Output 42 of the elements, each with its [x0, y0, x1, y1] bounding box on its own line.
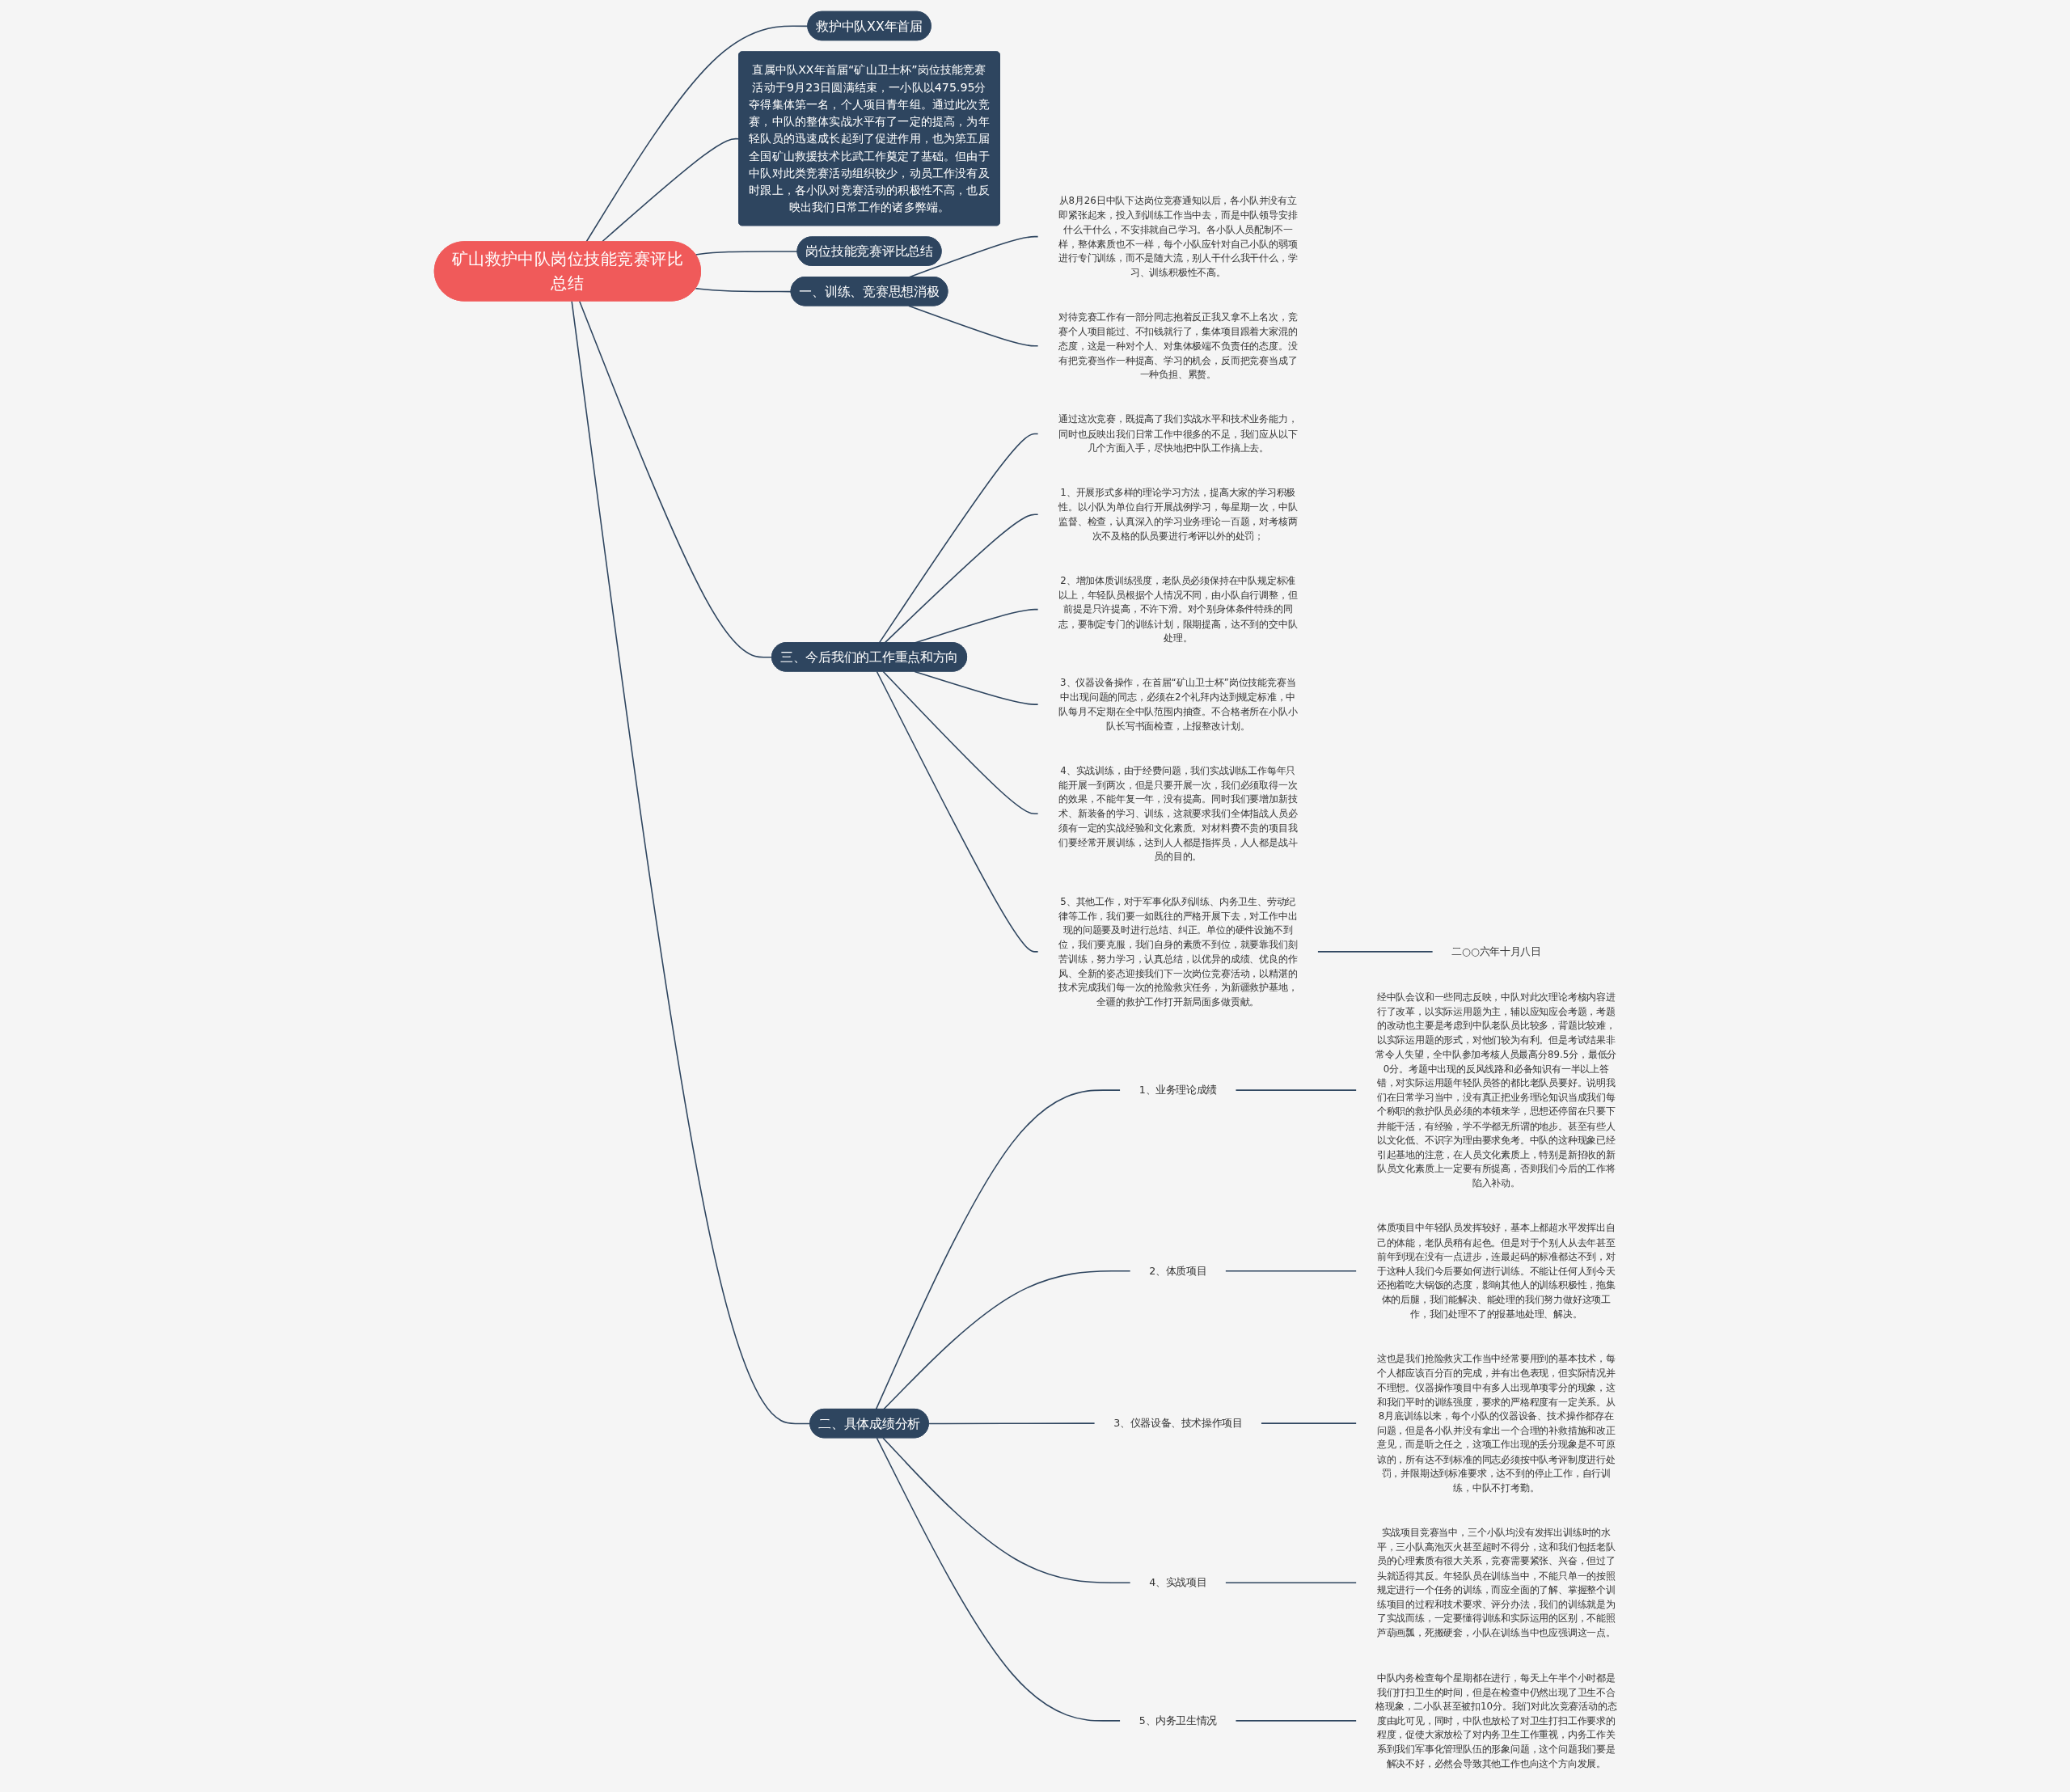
connector	[878, 433, 1038, 644]
connector	[876, 1437, 1121, 1722]
node-text: 2、体质项目	[1148, 1264, 1206, 1277]
node-text: 1、业务理论成绩	[1138, 1084, 1217, 1097]
node-text: 5、内务卫生情况	[1138, 1714, 1217, 1726]
node-text: 经中队会议和一些同志反映，中队对此次理论考核内容进行了改革，以实际运用题为主，辅以应知应会考题，考题的改动也主要是考虑到中队老队员比较多，背题比较难，以实际运用题的形式，对他们较为有利。但是考试结果非常令人失望，全中队参加考核人员最高分89.5分，最低分0分。考题中出现的反风线路和必备知识有一半以上答错，对实际运用题年轻队员答的都比老队员要好。说明我们在日常学习当中，没有真正把业务理论知识当成我们每个称职的救护队员必须的本领来学，思想还停留在只要下井能干活，有经验，学不学都无所谓的地步。甚至有些人以文化低、不识字为理由要求免考。中队的这种现象已经引起基地的注意，在人员文化素质上，特别是新招收的新队员文化素质上一定要有所提高，否则我们今后的工作将陷入补动。	[1375, 991, 1616, 1190]
connector	[882, 1270, 1131, 1410]
connector	[570, 300, 811, 1425]
node-text: 实战项目竞赛当中，三个小队均没有发挥出训练时的水平，三小队高泡灭火甚至超时不得分，这和我们包括老队员的心理素质有很大关系，竞赛需要紧张、兴奋，但过了头就适得其反。年轻队员在训练当中，不能只单一的按照规定进行一个任务的训练，而应全面的了解、掌握整个训练项目的过程和技术要求、评分办法，我们的训练就是为了实战而练，一定要懂得训练和实际运用的区别，不能照芦葫画瓢，死搬硬套，小队在训练当中也应强调这一点。	[1376, 1527, 1616, 1639]
connector	[1224, 1582, 1357, 1584]
node-text: 4、实战项目	[1148, 1576, 1206, 1589]
connector	[1235, 1089, 1357, 1091]
connector	[1224, 1270, 1357, 1272]
connector	[875, 1089, 1121, 1410]
node-text: 这也是我们抢险救灾工作当中经常要用到的基本技术，每个人都应该百分百的完成，并有出色表现，但实际情况并不理想。仪器操作项目中有多人出现单项零分的现象，这和我们平时的训练强度，要求的严格程度有一定关系。从8月底训练以来，每个小队的仪器设备、技术操作都存在问题，但是各小队并没有拿出一个合理的补救措施和改正意见，而是听之任之，这项工作出现的丢分现象是不可原谅的，所有达不到标准的同志必须按中队考评制度进行处罚，并限期达到标准要求，达不到的停止工作，自行训练，中队不打考勤。	[1376, 1353, 1616, 1494]
connector	[695, 287, 792, 293]
connector	[914, 670, 1038, 705]
connector	[883, 514, 1038, 644]
connector	[1316, 951, 1434, 953]
node-text: 体质项目中年轻队员发挥较好，基本上都超水平发挥出自己的体能，老队员稍有起色。但是对于个别人从去年甚至前年到现在没有一点进步，连最起码的标准都达不到，对于这种人我们今后要如何进行训练。不能让任何人到今天还抱着吃大锅饭的态度，影响其他人的训练积极性，拖集体的后腿，我们能解决、能处理的我们努力做好这项工作，我们处理不了的报基地处理、解决。	[1376, 1222, 1616, 1320]
connector	[695, 251, 798, 256]
node-text: 对待竞赛工作有一部分同志抱着反正我又拿不上名次，竞赛个人项目能过、不扣钱就行了，集体项目跟着大家混的态度，这是一种对个人、对集体极端不负责任的态度。没有把竞赛当作一种提高、学习的机会，反而把竞赛当成了一种负担、累赘。	[1058, 311, 1297, 381]
node-text: 中队内务检查每个星期都在进行，每天上午半个小时都是我们打扫卫生的时间，但是在检查中仍然出现了卫生不合格现象，二小队甚至被扣10分。我们对此次竞赛活动的态度由此可见，同时，中队也放松了对卫生打扫工作要求的程度，促使大家放松了对内务卫生工作重视，内务工作关系到我们军事化管理队伍的形象问题，这个问题我们要是解决不好，必然会导致其他工作也向这个方向发展。	[1375, 1672, 1617, 1769]
connector	[907, 305, 1038, 347]
node-text: 4、实战训练，由于经费问题，我们实战训练工作每年只能开展一到两次，但是只要开展一次，我们必须取得一次的效果，不能年复一年，没有提高。同时我们要增加新技术、新装备的学习、训练，这就要求我们全体指战人员必须有一定的实战经验和文化素质。对材料费不贵的项目我们要经常开展训练，达到人人都是指挥员，人人都是战斗员的目的。	[1058, 764, 1297, 863]
connector	[1235, 1720, 1357, 1722]
connector	[585, 25, 809, 243]
connector	[927, 1422, 1095, 1425]
node-text: 二○○六年十月八日	[1451, 945, 1540, 957]
node-text: 2、增加体质训练强度，老队员必须保持在中队规定标准以上，年轻队员根据个人情况不同，由小队自行调整，但前提是只许提高，不许下滑。对个别身体条件特殊的同志，要制定专门的训练计划，限期提高，达不到的交中队处理。	[1058, 574, 1297, 644]
node-text: 从8月26日中队下达岗位竞赛通知以后，各小队并没有立即紧张起来，投入到训练工作当中去，而是中队领导安排什么干什么，不安排就自己学习。各小队人员配制不一样，整体素质也不一样，每个小队应针对自己小队的弱项进行专门训练，而不是随大流，别人干什么我干什么，学习、训练积极性不高。	[1058, 195, 1297, 278]
node-text: 5、其他工作，对于军事化队列训练、内务卫生、劳动纪律等工作，我们要一如既往的严格开展下去，对工作中出现的问题要及时进行总结、纠正。单位的硬件设施不到位，我们要克服，我们自身的素质不到位，就要靠我们刻苦训练，努力学习，认真总结，以优异的成绩、优良的作风、全新的姿态迎接我们下一次岗位竞赛活动，以精湛的技术完成我们每一次的抢险救灾任务，为新疆救护基地，全疆的救护工作打开新局面多做贡献。	[1058, 895, 1297, 1008]
node-text: 1、开展形式多样的理论学习方法，提高大家的学习积极性。以小队为单位自行开展战例学习，每星期一次，中队监督、检查，认真深入的学习业务理论一百题，对考核两次不及格的队员要进行考评以外的处罚；	[1058, 487, 1297, 542]
connector	[1260, 1422, 1357, 1424]
connector	[881, 1437, 1131, 1584]
connector	[578, 300, 773, 658]
node-text: 3、仪器设备操作，在首届“矿山卫士杯”岗位技能竞赛当中出现问题的同志，必须在2个礼拜内达到规定标准，中队每月不定期在全中队范围内抽查。不合格者所在小队小队长写书面检查，上报整改计划。	[1058, 677, 1297, 732]
node-text: 通过这次竞赛，既提高了我们实战水平和技术业务能力，同时也反映出我们日常工作中很多的不足，我们应从以下几个方面入手，尽快地把中队工作搞上去。	[1058, 413, 1297, 454]
connector	[882, 670, 1038, 815]
connector	[876, 670, 1038, 953]
node-text: 3、仪器设备、技术操作项目	[1113, 1417, 1242, 1430]
connector	[601, 137, 740, 243]
